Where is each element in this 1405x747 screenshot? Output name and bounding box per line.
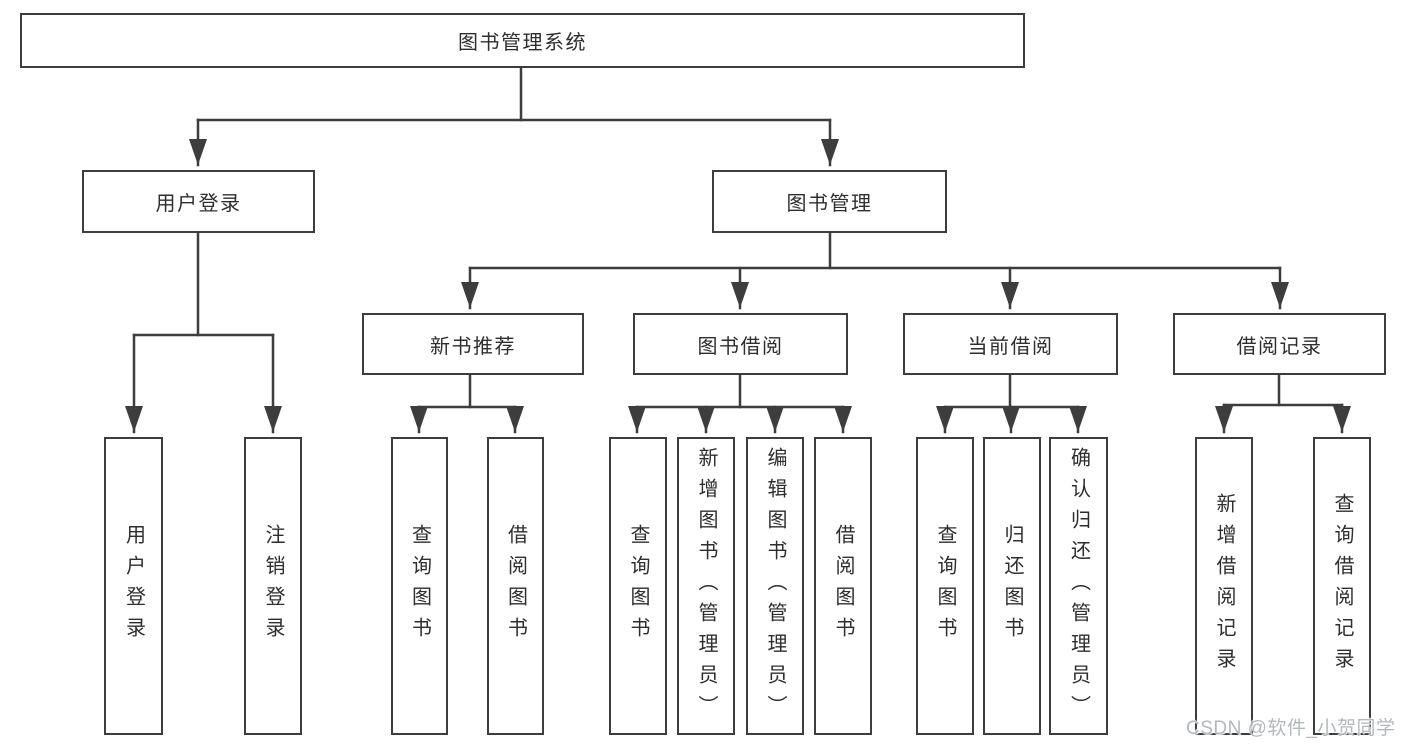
csdn-watermark: CSDN @软件_小贺同学 — [1186, 718, 1396, 739]
leaf-add-books-admin-label: 新增图书（管理员） — [695, 446, 717, 726]
leaf-logout-label: 注销登录 — [262, 524, 284, 648]
node-user-login: 用户登录 — [82, 170, 315, 233]
root-node-label: 图书管理系统 — [458, 32, 587, 54]
leaf-edit-books-admin: 编辑图书（管理员） — [746, 437, 804, 735]
leaf-query-books-borrow-label: 查询图书 — [627, 524, 649, 648]
node-current-borrow-label: 当前借阅 — [967, 335, 1054, 358]
node-borrow-records-label: 借阅记录 — [1236, 335, 1323, 358]
leaf-query-borrow-record-label: 查询借阅记录 — [1331, 493, 1353, 679]
leaf-query-books-recommend: 查询图书 — [391, 437, 448, 735]
leaf-confirm-return-admin: 确认归还（管理员） — [1049, 437, 1108, 735]
leaf-edit-books-admin-label: 编辑图书（管理员） — [764, 446, 786, 726]
node-new-book-recommend: 新书推荐 — [362, 313, 584, 375]
leaf-logout: 注销登录 — [244, 437, 302, 735]
leaf-return-books: 归还图书 — [983, 437, 1041, 735]
node-book-management-label: 图书管理 — [786, 193, 873, 215]
leaf-confirm-return-admin-label: 确认归还（管理员） — [1067, 446, 1090, 726]
leaf-query-borrow-record: 查询借阅记录 — [1313, 437, 1371, 735]
node-new-book-recommend-label: 新书推荐 — [430, 335, 516, 358]
leaf-borrow-books: 借阅图书 — [814, 437, 872, 735]
leaf-add-borrow-record-label: 新增借阅记录 — [1213, 493, 1235, 679]
leaf-return-books-label: 归还图书 — [1001, 524, 1023, 648]
leaf-query-books-current: 查询图书 — [916, 437, 974, 735]
leaf-borrow-books-label: 借阅图书 — [832, 524, 854, 648]
root-node: 图书管理系统 — [20, 13, 1025, 68]
node-book-management: 图书管理 — [712, 170, 947, 233]
node-book-borrow: 图书借阅 — [633, 313, 848, 375]
leaf-add-books-admin: 新增图书（管理员） — [677, 437, 735, 735]
leaf-query-books-borrow: 查询图书 — [609, 437, 667, 735]
leaf-add-borrow-record: 新增借阅记录 — [1195, 437, 1253, 735]
node-user-login-label: 用户登录 — [155, 193, 242, 215]
leaf-query-books-recommend-label: 查询图书 — [408, 524, 431, 648]
node-book-borrow-label: 图书借阅 — [697, 335, 784, 358]
leaf-user-login: 用户登录 — [104, 437, 163, 735]
leaf-query-books-current-label: 查询图书 — [934, 524, 956, 648]
leaf-borrow-books-recommend: 借阅图书 — [487, 437, 544, 735]
leaf-user-login-label: 用户登录 — [122, 524, 145, 648]
node-borrow-records: 借阅记录 — [1173, 313, 1386, 375]
leaf-borrow-books-recommend-label: 借阅图书 — [504, 524, 527, 648]
node-current-borrow: 当前借阅 — [903, 313, 1118, 375]
